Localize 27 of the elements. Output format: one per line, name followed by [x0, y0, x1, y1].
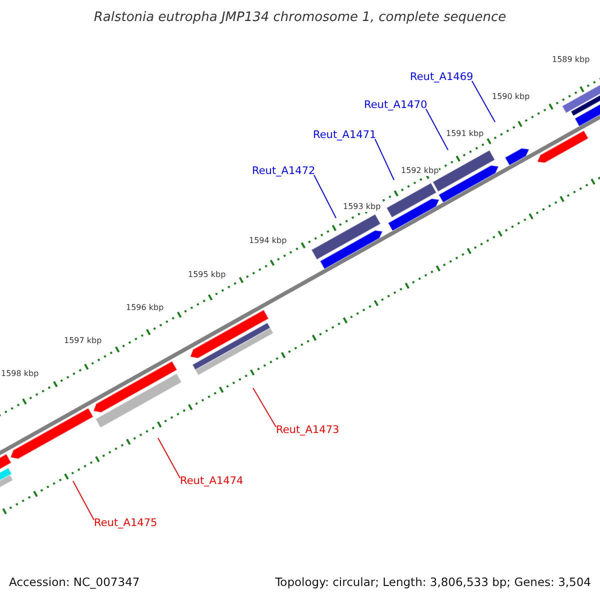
leader-line — [314, 174, 336, 218]
gene-label: Reut_A1475 — [94, 516, 158, 531]
tick-label: 1595 kbp — [188, 270, 226, 280]
tick-label: 1590 kbp — [492, 92, 530, 102]
sequence-info-text: Topology: circular; Length: 3,806,533 bp; Genes: 3,504 — [275, 574, 591, 591]
tick-label: 1594 kbp — [249, 236, 287, 246]
accession-text: Accession: NC_007347 — [9, 574, 140, 591]
tick-label: 1593 kbp — [343, 202, 381, 212]
leader-line — [472, 80, 496, 122]
leader-line — [72, 480, 94, 520]
leader-line — [158, 438, 180, 478]
tick-label: 1596 kbp — [126, 303, 164, 313]
leader-line — [374, 138, 394, 180]
tick-label: 1591 kbp — [446, 129, 484, 139]
gene-label: Reut_A1472 — [252, 164, 316, 179]
tick-label: 1589 kbp — [552, 55, 590, 65]
title: Ralstonia eutropha JMP134 chromosome 1, complete sequence — [92, 9, 508, 27]
gene-label: Reut_A1469 — [410, 70, 474, 85]
tick-label: 1597 kbp — [64, 336, 102, 346]
gene-label: Reut_A1471 — [313, 128, 376, 143]
gene-label: Reut_A1470 — [364, 98, 428, 113]
leader-line — [426, 108, 448, 150]
leader-line — [252, 388, 276, 428]
gene-label: Reut_A1474 — [180, 474, 244, 489]
tick-label: 1592 kbp — [401, 166, 439, 176]
gene-label: Reut_A1473 — [276, 423, 340, 438]
tick-label: 1598 kbp — [1, 369, 39, 379]
